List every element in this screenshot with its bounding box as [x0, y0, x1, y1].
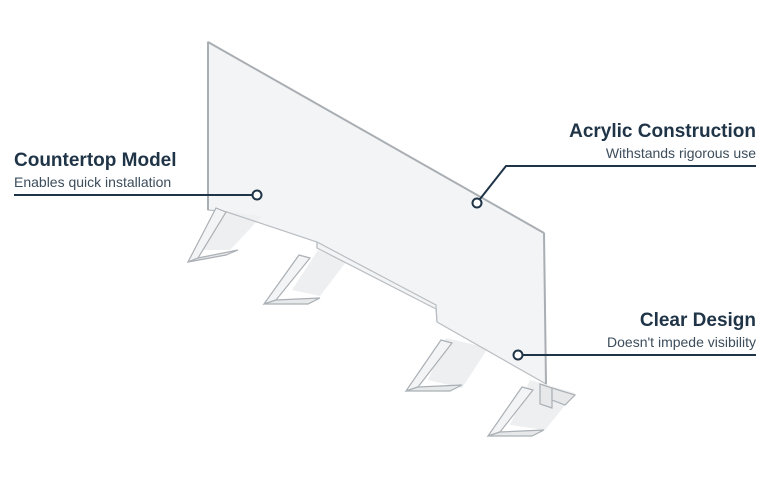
panel-foot-3: [404, 339, 463, 393]
panel-top-edge: [207, 41, 545, 234]
clear-design-title: Clear Design: [639, 310, 756, 331]
panel-right-edge: [543, 232, 547, 385]
countertop-model-title: Countertop Model: [14, 150, 177, 171]
pass-through-opening: [316, 241, 438, 323]
panel-foot-2: [262, 254, 321, 306]
acrylic-construction-title: Acrylic Construction: [569, 121, 756, 142]
panel-foot-1: [186, 207, 239, 264]
panel-foot-4: [486, 386, 545, 438]
acrylic-leader: [471, 165, 756, 209]
countertop-leader: [14, 189, 263, 201]
clear-design-subtitle: Doesn't impede visibility: [607, 334, 756, 350]
panel-clip-4: [539, 383, 577, 409]
acrylic-panel: [207, 40, 547, 386]
acrylic-construction-subtitle: Withstands rigorous use: [605, 145, 756, 161]
clear-design-leader: [512, 349, 756, 361]
countertop-model-subtitle: Enables quick installation: [14, 174, 172, 190]
